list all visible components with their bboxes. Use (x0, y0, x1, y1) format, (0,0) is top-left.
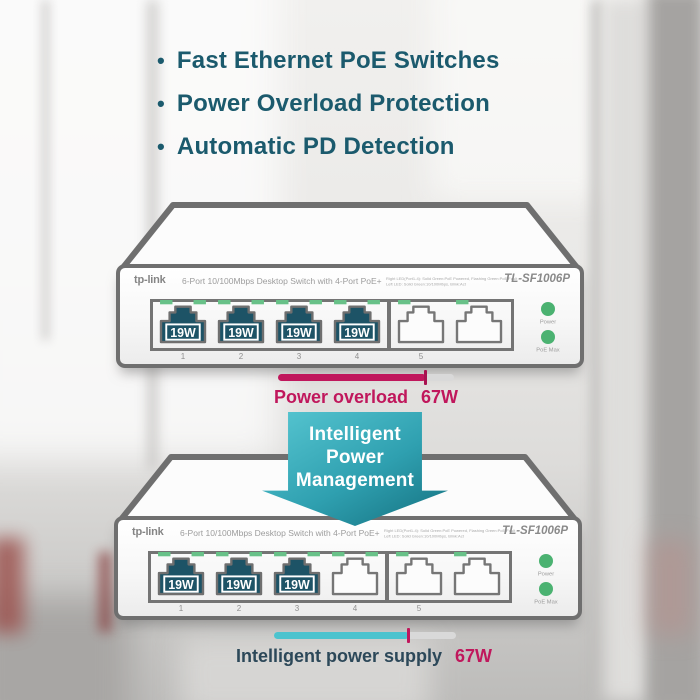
arrow-text-line: Management (295, 470, 415, 491)
port-number: 5 (416, 604, 422, 613)
bullet-item: Power Overload Protection (157, 82, 500, 125)
switch-top-cover (118, 202, 582, 270)
port: 5 (395, 552, 443, 613)
tp-link-logo: tp-link (134, 274, 166, 286)
port: 5 (397, 300, 445, 361)
svg-text:19W: 19W (228, 326, 254, 340)
poe-port-jack: 19W (275, 300, 323, 344)
switch-front-panel: tp-link 6-Port 10/100Mbps Desktop Switch … (116, 264, 584, 368)
poe-port-jack: 19W (215, 552, 263, 596)
power-supply-bar-tick (406, 628, 410, 643)
power-overload-text: Power overload (273, 387, 409, 407)
port-number: 1 (180, 352, 186, 361)
switch-title: 6-Port 10/100Mbps Desktop Switch with 4-… (180, 528, 380, 538)
switch-overloaded: tp-link 6-Port 10/100Mbps Desktop Switch … (116, 200, 584, 372)
ethernet-port-jack (397, 300, 445, 344)
switch-model: TL-SF1006P (502, 525, 568, 537)
svg-text:19W: 19W (286, 326, 312, 340)
bg-person-blur (0, 538, 24, 633)
port-number: 3 (294, 604, 300, 613)
port: 19W 3 (275, 300, 323, 361)
bg-window-mullion (42, 0, 49, 340)
port-number: 2 (238, 352, 244, 361)
power-led-label: Power (539, 318, 557, 325)
port (455, 300, 503, 344)
port-number: 2 (236, 604, 242, 613)
poe-port-jack: 19W (333, 300, 381, 344)
poe-port-jack: 19W (159, 300, 207, 344)
feature-bullet-list: Fast Ethernet PoE Switches Power Overloa… (157, 39, 500, 168)
power-supply-bar (274, 628, 456, 643)
svg-text:19W: 19W (344, 326, 370, 340)
port-number: 5 (418, 352, 424, 361)
bg-shadow-bottom-left (0, 598, 130, 700)
power-led (541, 302, 555, 316)
uplink-port-group: 5 (388, 299, 514, 361)
port: 19W 1 (159, 300, 207, 361)
svg-text:19W: 19W (226, 578, 252, 592)
port-number: 3 (296, 352, 302, 361)
bg-window-mullion (592, 0, 602, 700)
poe-port-group: 19W 1 19W 2 19W 3 19W 4 (150, 299, 390, 361)
bg-light-column (604, 0, 648, 700)
power-overload-bar (278, 370, 454, 385)
switch-title: 6-Port 10/100Mbps Desktop Switch with 4-… (182, 276, 382, 286)
uplink-port-group: 5 (386, 551, 512, 613)
poe-port-jack: 19W (217, 300, 265, 344)
poe-max-led-label: PoE Max (536, 346, 560, 353)
port-number: 4 (352, 604, 358, 613)
power-led (539, 554, 553, 568)
bg-red-object-blur (99, 552, 111, 632)
power-overload-value: 67W (421, 387, 459, 407)
svg-text:19W: 19W (284, 578, 310, 592)
ethernet-port-jack (455, 300, 503, 344)
port: 19W 3 (273, 552, 321, 613)
ethernet-port-jack (453, 552, 501, 596)
svg-text:19W: 19W (168, 578, 194, 592)
switch-front-panel: tp-link 6-Port 10/100Mbps Desktop Switch … (114, 516, 582, 620)
power-supply-text: Intelligent power supply (235, 646, 442, 666)
port: 19W 4 (333, 300, 381, 361)
poe-max-led-label: PoE Max (534, 598, 558, 605)
bullet-item: Automatic PD Detection (157, 125, 500, 168)
port (453, 552, 501, 596)
poe-max-led (541, 330, 555, 344)
led-legend-text: Right LED(Port1-4): Solid Green:PoE Powe… (386, 276, 518, 287)
bg-red-tint-right (648, 540, 692, 635)
switch-model: TL-SF1006P (504, 273, 570, 285)
tp-link-logo: tp-link (132, 526, 164, 538)
led-legend-text: Right LED(Port1-4): Solid Green:PoE Powe… (384, 528, 516, 539)
poe-port-jack: 19W (273, 552, 321, 596)
port-number: 1 (178, 604, 184, 613)
power-overload-bar-tick (423, 370, 427, 385)
poe-port-jack: 19W (157, 552, 205, 596)
poe-port-group: 19W 1 19W 2 19W 3 4 (148, 551, 388, 613)
power-supply-value: 67W (455, 646, 493, 666)
ethernet-port-jack (395, 552, 443, 596)
arrow-text-line: Intelligent (309, 424, 401, 445)
ethernet-port-jack (331, 552, 379, 596)
port: 4 (331, 552, 379, 613)
port: 19W 2 (217, 300, 265, 361)
poe-max-led (539, 582, 553, 596)
power-overload-label: Power overload 67W (216, 387, 516, 408)
power-supply-bar-fill (274, 632, 409, 639)
power-overload-bar-fill (278, 374, 426, 381)
power-supply-label: Intelligent power supply 67W (204, 646, 524, 667)
port-number: 4 (354, 352, 360, 361)
power-led-label: Power (537, 570, 555, 577)
arrow-text-line: Power (325, 447, 385, 468)
bullet-item: Fast Ethernet PoE Switches (157, 39, 500, 82)
svg-text:19W: 19W (170, 326, 196, 340)
bg-pillar (648, 0, 700, 700)
port: 19W 2 (215, 552, 263, 613)
port: 19W 1 (157, 552, 205, 613)
